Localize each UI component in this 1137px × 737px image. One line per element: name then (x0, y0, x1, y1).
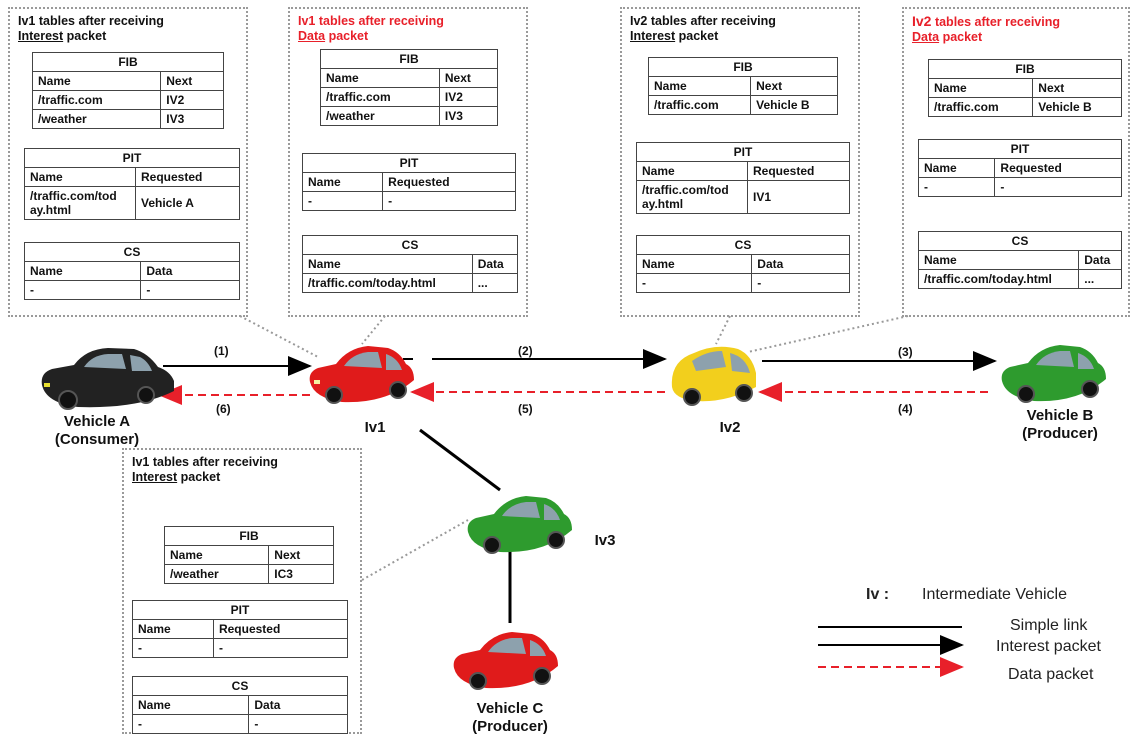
panel-iv2-data: Iv2 tables after receiving Data packet F… (902, 7, 1130, 317)
connector-iv1-interest (239, 315, 319, 358)
connector-iv1-bottom (361, 519, 469, 581)
panel-title: Iv2 tables after receiving Data packet (912, 13, 1060, 45)
step-label-1: (1) (214, 344, 229, 358)
car-iv1-icon (309, 346, 414, 404)
connector-iv2-data (747, 315, 909, 353)
vehicle-c-role: (Producer) (472, 718, 548, 735)
vehicle-b-role: (Producer) (1022, 425, 1098, 442)
connector-iv2-interest (715, 315, 731, 345)
vehicle-b-label: Vehicle B (Producer) (1005, 407, 1115, 443)
panel-title: Iv1 tables after receiving Data packet (298, 14, 444, 43)
step-label-2: (2) (518, 344, 533, 358)
vehicle-a-name: Vehicle A (63, 413, 131, 430)
car-iv3-icon (467, 496, 572, 554)
car-vehicle-b-icon (1001, 345, 1106, 403)
step-label-3: (3) (898, 345, 913, 359)
panel-title: Iv1 tables after receiving Interest pack… (18, 14, 164, 43)
vehicle-c-label: Vehicle C (Producer) (455, 700, 565, 736)
link-iv1-iv3 (419, 428, 501, 492)
panel-iv1-interest-top: Iv1 tables after receiving Interest pack… (8, 7, 248, 317)
car-vehicle-c-icon (453, 632, 558, 690)
panel-iv1-interest-bottom: Iv1 tables after receiving Interest pack… (122, 448, 362, 734)
connector-iv1-data (361, 315, 386, 345)
step-label-4: (4) (898, 402, 913, 416)
panel-iv2-interest: Iv2 tables after receiving Interest pack… (620, 7, 860, 317)
panel-iv1-data: Iv1 tables after receiving Data packet F… (288, 7, 528, 317)
iv2-label: Iv2 (719, 419, 741, 436)
vehicle-b-name: Vehicle B (1026, 407, 1094, 424)
car-iv2-icon (671, 346, 756, 406)
legend-iv-key: Iv : (866, 586, 890, 603)
panel-title: Iv1 tables after receiving Interest pack… (132, 455, 278, 484)
legend-iv-desc: Intermediate Vehicle (922, 586, 1067, 603)
legend-data-packet: Data packet (1008, 666, 1094, 683)
legend-interest-packet: Interest packet (996, 638, 1101, 655)
legend-simple-link: Simple link (1010, 617, 1088, 634)
car-vehicle-a-icon (41, 348, 174, 410)
vehicle-a-label: Vehicle A (Consumer) (42, 413, 152, 449)
step-label-6: (6) (216, 402, 231, 416)
vehicle-a-role: (Consumer) (54, 431, 140, 448)
iv3-label: Iv3 (594, 532, 616, 549)
iv1-label: Iv1 (364, 419, 386, 436)
step-label-5: (5) (518, 402, 533, 416)
panel-title: Iv2 tables after receiving Interest pack… (630, 14, 776, 43)
vehicle-c-name: Vehicle C (476, 700, 544, 717)
